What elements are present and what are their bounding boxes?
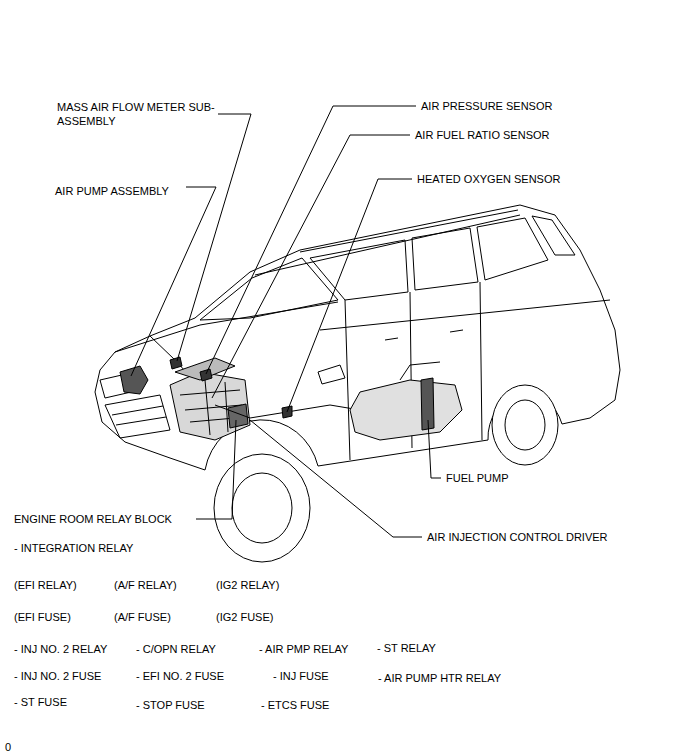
part-label: - INJ NO. 2 FUSE [14,669,101,683]
fuel-pump [421,378,434,430]
part-label: - INTEGRATION RELAY [14,541,133,555]
rear-glass [532,216,575,255]
front-tire [214,454,310,562]
car-body [95,205,620,470]
part-label: (A/F FUSE) [114,610,171,624]
mirror [318,365,345,384]
part-label: MASS AIR FLOW METER SUB-ASSEMBLY [57,100,217,128]
part-label: - INJ FUSE [273,669,329,683]
part-label: (EFI RELAY) [14,578,77,592]
part-label: - ST RELAY [377,641,436,655]
door-handles [385,330,463,340]
leader-lines [131,106,441,537]
grille [105,395,170,438]
part-label: - C/OPN RELAY [136,642,216,656]
air-pressure-sensor [200,369,212,381]
part-label: - STOP FUSE [136,698,205,712]
body-outline [95,205,620,470]
part-label: ENGINE ROOM RELAY BLOCK [14,512,172,526]
part-label: AIR PUMP ASSEMBLY [55,184,169,198]
front-window [310,240,408,300]
part-label: - EFI NO. 2 FUSE [136,669,224,683]
rear-tire [492,385,558,465]
fuel-tank [350,380,462,440]
leader-line [250,420,422,537]
leader-line [196,420,236,519]
leader-line [287,179,412,412]
leader-line [131,187,216,376]
rear-rim [505,400,545,450]
mass-air-flow-meter [170,357,182,369]
fuel-system [350,362,462,440]
leader-line [212,135,410,398]
part-label: 0 [5,740,11,754]
part-label: HEATED OXYGEN SENSOR [417,172,560,186]
part-label: AIR PRESSURE SENSOR [421,99,552,113]
engine [120,357,360,440]
part-label: (IG2 RELAY) [216,578,279,592]
front-rim [232,473,292,543]
part-label: (IG2 FUSE) [216,610,273,624]
part-label: (A/F RELAY) [114,578,177,592]
part-label: - AIR PUMP HTR RELAY [378,671,501,685]
part-label: FUEL PUMP [446,471,509,485]
part-label: - INJ NO. 2 RELAY [14,642,107,656]
quarter-window [477,218,548,280]
fuel-line [400,362,440,380]
engine-block [170,372,250,440]
engine-top [175,358,235,380]
leader-line [177,114,251,361]
part-label: - ST FUSE [14,695,67,709]
part-label: AIR FUEL RATIO SENSOR [415,128,549,142]
door-line [320,282,610,460]
part-label: - AIR PMP RELAY [259,642,348,656]
part-label: - ETCS FUSE [261,698,329,712]
leader-line [428,420,441,478]
part-label: AIR INJECTION CONTROL DRIVER [427,530,608,544]
leader-line [206,106,416,374]
part-label: (EFI FUSE) [14,610,71,624]
roof-rail [255,210,520,275]
